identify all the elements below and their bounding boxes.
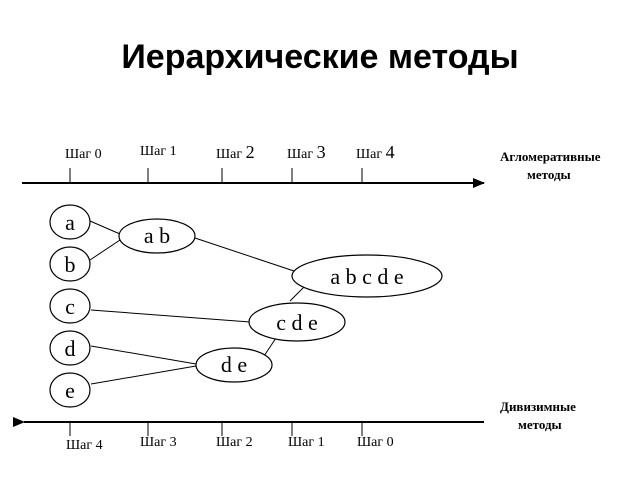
node-b-label: b xyxy=(65,252,76,277)
node-d xyxy=(49,330,91,366)
top-step-label: Шаг 1 xyxy=(140,144,177,159)
bottom-step-label: Шаг 2 xyxy=(216,435,253,450)
node-abcde xyxy=(291,254,443,298)
top-step-label: Шаг 2 xyxy=(216,142,255,162)
node-e xyxy=(49,372,91,408)
node-a-label: a xyxy=(65,210,75,235)
top-step-label: Шаг 4 xyxy=(356,142,395,162)
node-de xyxy=(195,347,273,383)
node-de-label: d e xyxy=(221,352,247,377)
node-b xyxy=(49,246,91,282)
node-cde xyxy=(248,302,346,342)
edge-ab-abcde xyxy=(194,237,301,274)
node-a xyxy=(49,204,91,240)
bottom-step-label: Шаг 4 xyxy=(66,438,103,453)
divisive-label-line2: методы xyxy=(518,417,562,432)
bottom-step-label: Шаг 0 xyxy=(357,435,394,450)
bottom-step-label: Шаг 1 xyxy=(288,435,325,450)
agglomerative-label-line1: Агломеративные xyxy=(500,149,601,164)
node-c xyxy=(49,288,91,324)
node-c-label: c xyxy=(65,294,75,319)
edge-c-cde xyxy=(90,309,251,323)
slide-title: Иерархические методы xyxy=(121,38,519,76)
node-e-label: e xyxy=(65,378,75,403)
bottom-step-label: Шаг 3 xyxy=(140,435,177,450)
top-step-label: Шаг 3 xyxy=(287,142,326,162)
node-abcde-label: a b c d e xyxy=(330,264,403,289)
edge-e-de xyxy=(90,365,197,385)
node-ab-label: a b xyxy=(144,223,170,248)
edge-b-ab xyxy=(89,239,121,261)
top-step-label: Шаг 0 xyxy=(65,147,102,162)
node-d-label: d xyxy=(65,336,76,361)
edge-de-cde xyxy=(263,337,277,357)
node-cde-label: c d e xyxy=(276,310,318,335)
edge-a-ab xyxy=(89,220,121,235)
agglomerative-label-line2: методы xyxy=(527,167,571,182)
node-ab xyxy=(118,218,196,254)
edge-d-de xyxy=(90,345,197,365)
divisive-label-line1: Дивизимные xyxy=(500,399,576,414)
